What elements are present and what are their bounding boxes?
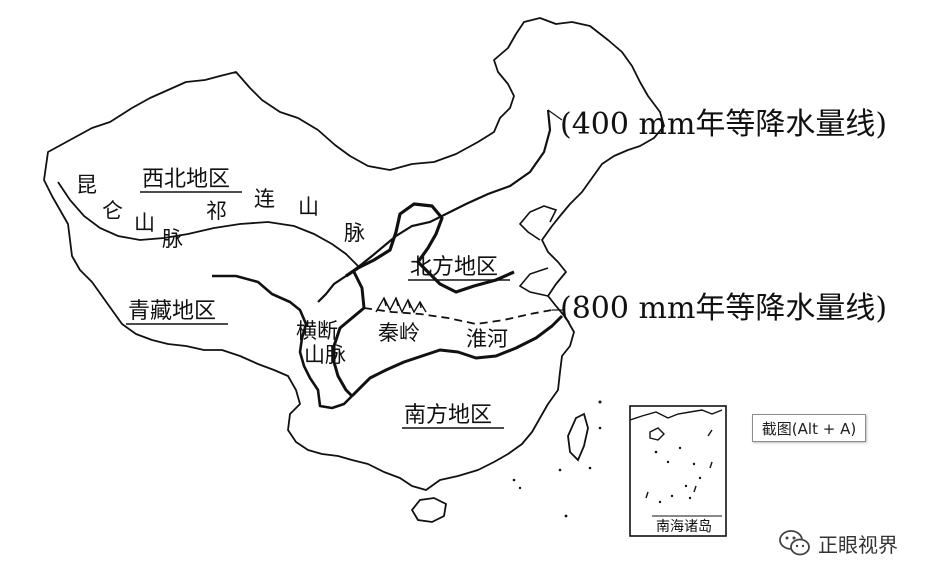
mountain-icon (375, 296, 427, 314)
label-isohyet-400: (400 mm年等降水量线) (560, 107, 887, 142)
wechat-icon (779, 530, 810, 556)
watermark-text: 正眼视界 (818, 532, 898, 557)
watermark: 正眼视界 (778, 528, 898, 558)
isohyet-400mm-line (317, 109, 552, 303)
label-hengduan-1: 横断 (296, 319, 338, 343)
screenshot-tooltip: 截图(Alt + A) (752, 414, 866, 442)
label-isohyet-800: (800 mm年等降水量线) (560, 291, 887, 326)
kunlun-qilian-divide (57, 181, 359, 267)
label-huaihe: 淮河 (466, 327, 508, 351)
label-south-sea-islands: 南海诸岛 (656, 519, 712, 535)
hengduan-boundary (332, 271, 366, 398)
label-kunlun-2: 仑 (102, 199, 123, 223)
leader-line-400 (547, 109, 563, 121)
coast-detail (518, 205, 558, 297)
label-qinling: 秦岭 (378, 321, 420, 345)
label-kunlun-4: 脉 (162, 227, 183, 251)
isohyet-800mm-line (363, 307, 553, 325)
label-south-region: 南方地区 (404, 403, 492, 428)
label-north-region: 北方地区 (410, 255, 498, 280)
label-northwest-region: 西北地区 (142, 167, 230, 192)
hainan-island (410, 497, 447, 523)
label-hengduan-2: 山脉 (304, 343, 346, 367)
north-region-boundary (345, 202, 515, 294)
south-china-sea-inset: 南海诸岛 (629, 405, 727, 537)
qinghai-tibet-boundary (212, 274, 353, 410)
taiwan-island (567, 412, 589, 462)
qinling-huaihe-line (350, 314, 564, 398)
label-kunlun-1: 昆 (76, 173, 97, 197)
label-qilian-1: 祁 (206, 199, 227, 223)
china-outline (43, 17, 665, 491)
label-kunlun-3: 山 (134, 211, 155, 235)
label-qilian-2: 连 (254, 187, 275, 211)
coastal-islands (512, 400, 602, 518)
label-qinghai-tibet-region: 青藏地区 (128, 299, 216, 324)
label-qilian-4: 脉 (344, 221, 365, 245)
label-qilian-3: 山 (298, 195, 319, 219)
